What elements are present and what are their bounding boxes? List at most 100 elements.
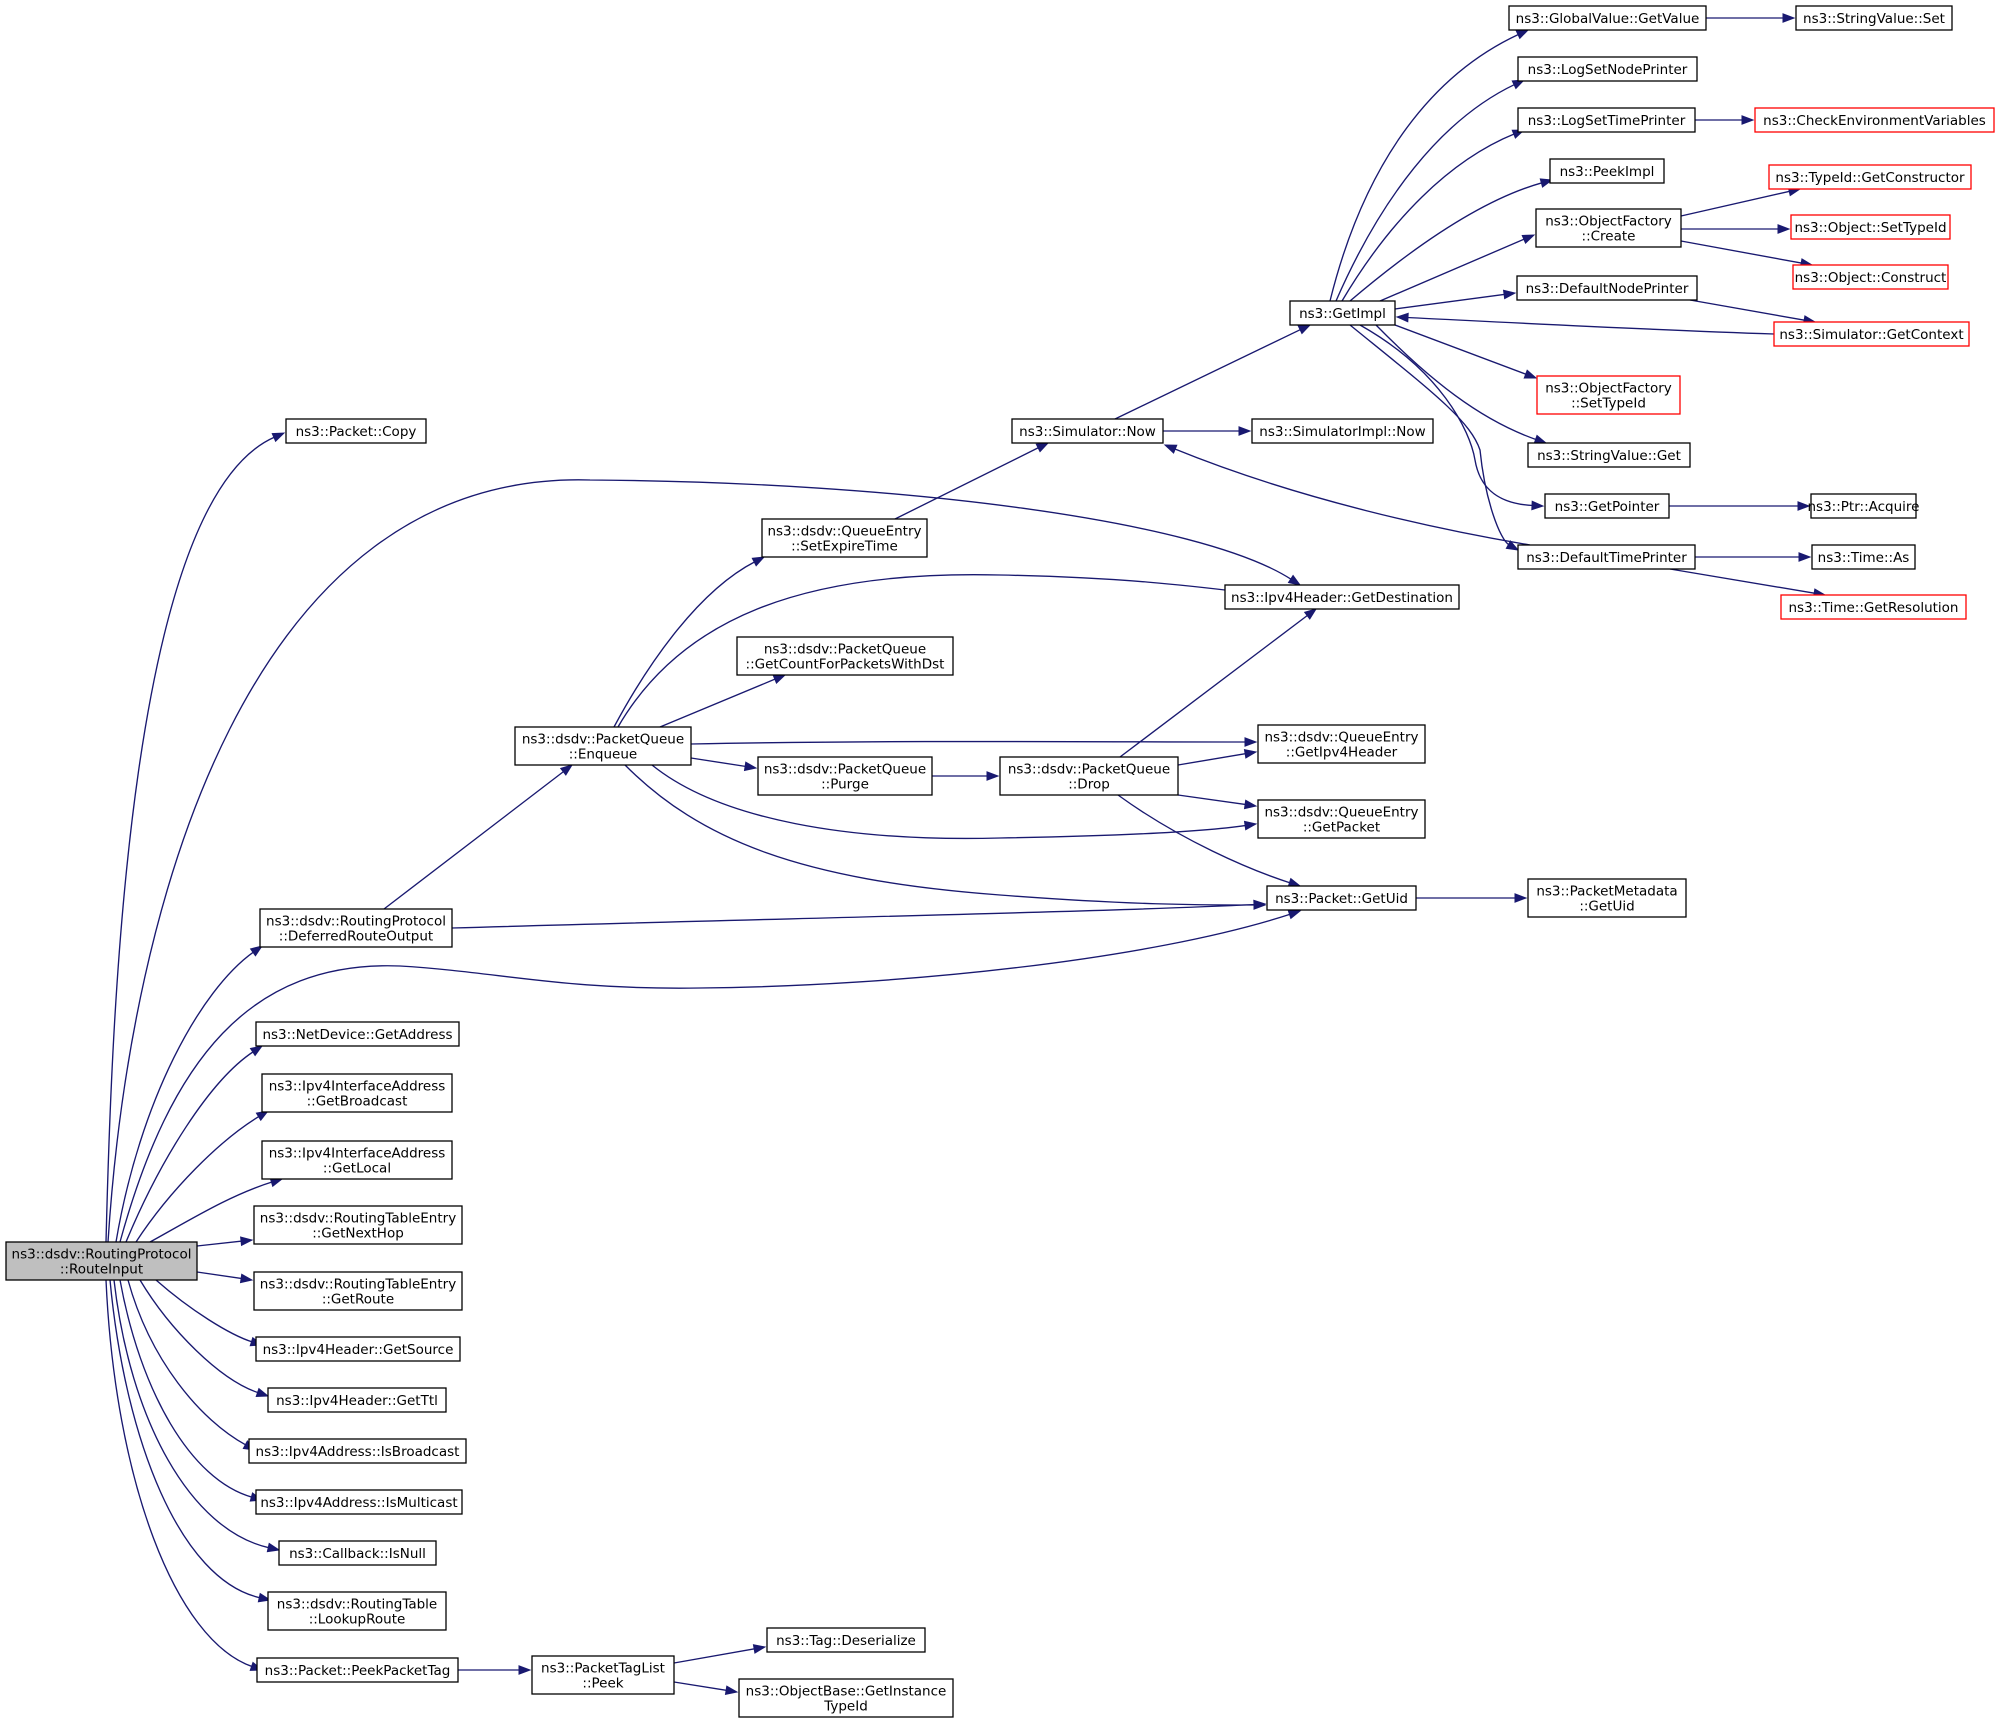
- node-box[interactable]: [1517, 107, 1696, 133]
- node-box[interactable]: [1549, 158, 1665, 184]
- node-box[interactable]: [1289, 300, 1396, 326]
- node-box[interactable]: [248, 1438, 467, 1464]
- node-box[interactable]: [1811, 544, 1916, 570]
- node-box[interactable]: [1527, 442, 1691, 468]
- node-box[interactable]: [253, 1271, 463, 1311]
- node-box[interactable]: [1266, 885, 1417, 911]
- node-deferred[interactable]: ns3::dsdv::RoutingProtocol::DeferredRout…: [259, 908, 453, 948]
- node-simnow[interactable]: ns3::Simulator::Now: [1011, 418, 1164, 444]
- node-box[interactable]: [1251, 418, 1434, 444]
- node-tagdeser[interactable]: ns3::Tag::Deserialize: [766, 1627, 926, 1653]
- node-box[interactable]: [278, 1540, 437, 1566]
- node-box[interactable]: [514, 726, 692, 766]
- node-box[interactable]: [1257, 724, 1426, 764]
- node-box[interactable]: [1810, 493, 1917, 519]
- node-getlocal[interactable]: ns3::Ipv4InterfaceAddress::GetLocal: [261, 1140, 453, 1180]
- node-getuid[interactable]: ns3::Packet::GetUid: [1266, 885, 1417, 911]
- node-getcount[interactable]: ns3::dsdv::PacketQueue::GetCountForPacke…: [736, 636, 954, 676]
- node-checkenv[interactable]: ns3::CheckEnvironmentVariables: [1754, 107, 1995, 133]
- node-purge[interactable]: ns3::dsdv::PacketQueue::Purge: [757, 756, 933, 796]
- node-getsource[interactable]: ns3::Ipv4Header::GetSource: [255, 1336, 461, 1362]
- node-getaddr[interactable]: ns3::NetDevice::GetAddress: [255, 1021, 460, 1047]
- node-box[interactable]: [1795, 5, 1953, 31]
- node-box[interactable]: [1544, 493, 1670, 519]
- node-getipv4hdr[interactable]: ns3::dsdv::QueueEntry::GetIpv4Header: [1257, 724, 1426, 764]
- node-box[interactable]: [1754, 107, 1995, 133]
- node-box[interactable]: [1527, 878, 1687, 918]
- node-deftimeprinter[interactable]: ns3::DefaultTimePrinter: [1517, 544, 1696, 570]
- node-box[interactable]: [1224, 584, 1460, 610]
- node-ismcast[interactable]: ns3::Ipv4Address::IsMulticast: [255, 1489, 463, 1515]
- node-ofsettypeid[interactable]: ns3::ObjectFactory::SetTypeId: [1536, 375, 1681, 415]
- node-getpointer[interactable]: ns3::GetPointer: [1544, 493, 1670, 519]
- node-root[interactable]: ns3::dsdv::RoutingProtocol::RouteInput: [5, 1241, 198, 1281]
- node-gvgetvalue[interactable]: ns3::GlobalValue::GetValue: [1508, 5, 1707, 31]
- node-box[interactable]: [1535, 208, 1682, 248]
- node-box[interactable]: [761, 518, 928, 558]
- node-box[interactable]: [256, 1657, 459, 1683]
- node-getbcast[interactable]: ns3::Ipv4InterfaceAddress::GetBroadcast: [261, 1073, 453, 1113]
- node-getttl[interactable]: ns3::Ipv4Header::GetTtl: [267, 1387, 447, 1413]
- node-box[interactable]: [1508, 5, 1707, 31]
- node-getroute[interactable]: ns3::dsdv::RoutingTableEntry::GetRoute: [253, 1271, 463, 1311]
- node-box[interactable]: [255, 1021, 460, 1047]
- node-lookup[interactable]: ns3::dsdv::RoutingTable::LookupRoute: [267, 1591, 447, 1631]
- node-box[interactable]: [1790, 214, 1951, 240]
- node-box[interactable]: [531, 1655, 675, 1695]
- node-isnull[interactable]: ns3::Callback::IsNull: [278, 1540, 437, 1566]
- node-timegetres[interactable]: ns3::Time::GetResolution: [1780, 594, 1967, 620]
- node-ptracquire[interactable]: ns3::Ptr::Acquire: [1808, 493, 1920, 519]
- node-peekpkttag[interactable]: ns3::Packet::PeekPacketTag: [256, 1657, 459, 1683]
- node-box[interactable]: [255, 1489, 463, 1515]
- node-box[interactable]: [999, 756, 1179, 796]
- node-box[interactable]: [285, 418, 427, 444]
- node-getnexthop[interactable]: ns3::dsdv::RoutingTableEntry::GetNextHop: [253, 1205, 463, 1245]
- node-copy[interactable]: ns3::Packet::Copy: [285, 418, 427, 444]
- node-getpacket[interactable]: ns3::dsdv::QueueEntry::GetPacket: [1257, 799, 1426, 839]
- node-box[interactable]: [253, 1205, 463, 1245]
- node-simimplnow[interactable]: ns3::SimulatorImpl::Now: [1251, 418, 1434, 444]
- node-box[interactable]: [757, 756, 933, 796]
- node-setexpire[interactable]: ns3::dsdv::QueueEntry::SetExpireTime: [761, 518, 928, 558]
- node-tidgetctor[interactable]: ns3::TypeId::GetConstructor: [1768, 164, 1972, 190]
- node-box[interactable]: [1516, 275, 1698, 301]
- node-peekimpl[interactable]: ns3::PeekImpl: [1549, 158, 1665, 184]
- node-ptlpeek[interactable]: ns3::PacketTagList::Peek: [531, 1655, 675, 1695]
- node-box[interactable]: [766, 1627, 926, 1653]
- node-box[interactable]: [5, 1241, 198, 1281]
- node-box[interactable]: [1257, 799, 1426, 839]
- node-lognodeprinter[interactable]: ns3::LogSetNodePrinter: [1517, 56, 1698, 82]
- node-box[interactable]: [1517, 544, 1696, 570]
- node-svset[interactable]: ns3::StringValue::Set: [1795, 5, 1953, 31]
- node-defnodeprinter[interactable]: ns3::DefaultNodePrinter: [1516, 275, 1698, 301]
- node-box[interactable]: [259, 908, 453, 948]
- node-getimpl[interactable]: ns3::GetImpl: [1289, 300, 1396, 326]
- node-logtimeprinter[interactable]: ns3::LogSetTimePrinter: [1517, 107, 1696, 133]
- node-objconstruct[interactable]: ns3::Object::Construct: [1792, 264, 1949, 290]
- node-timeas[interactable]: ns3::Time::As: [1811, 544, 1916, 570]
- node-ofcreate[interactable]: ns3::ObjectFactory::Create: [1535, 208, 1682, 248]
- node-svget[interactable]: ns3::StringValue::Get: [1527, 442, 1691, 468]
- node-box[interactable]: [1536, 375, 1681, 415]
- node-box[interactable]: [1011, 418, 1164, 444]
- node-box[interactable]: [261, 1140, 453, 1180]
- node-box[interactable]: [738, 1678, 954, 1718]
- node-box[interactable]: [255, 1336, 461, 1362]
- node-box[interactable]: [736, 636, 954, 676]
- node-box[interactable]: [1517, 56, 1698, 82]
- node-box[interactable]: [1768, 164, 1972, 190]
- node-objsettid[interactable]: ns3::Object::SetTypeId: [1790, 214, 1951, 240]
- node-drop[interactable]: ns3::dsdv::PacketQueue::Drop: [999, 756, 1179, 796]
- node-box[interactable]: [267, 1387, 447, 1413]
- node-box[interactable]: [267, 1591, 447, 1631]
- node-box[interactable]: [1773, 321, 1970, 347]
- node-pmgetuid[interactable]: ns3::PacketMetadata::GetUid: [1527, 878, 1687, 918]
- node-enqueue[interactable]: ns3::dsdv::PacketQueue::Enqueue: [514, 726, 692, 766]
- node-getdest[interactable]: ns3::Ipv4Header::GetDestination: [1224, 584, 1460, 610]
- node-simgetctx[interactable]: ns3::Simulator::GetContext: [1773, 321, 1970, 347]
- node-box[interactable]: [1792, 264, 1949, 290]
- node-box[interactable]: [1780, 594, 1967, 620]
- node-isbcast[interactable]: ns3::Ipv4Address::IsBroadcast: [248, 1438, 467, 1464]
- node-box[interactable]: [261, 1073, 453, 1113]
